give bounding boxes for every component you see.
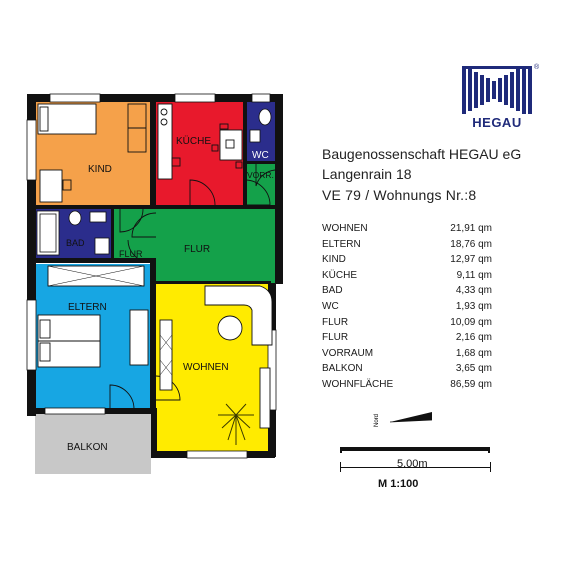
room-wohnen [156, 283, 275, 452]
area-value: 86,59 qm [450, 378, 492, 390]
label-kueche: KÜCHE [176, 135, 211, 147]
area-row: FLUR 10,09 qm [322, 315, 492, 331]
area-row: FLUR 2,16 qm [322, 330, 492, 346]
furniture-kueche [157, 103, 243, 180]
label-kind: KIND [88, 164, 112, 175]
label-bad: BAD [66, 238, 85, 248]
label-vorraum: VORR. [247, 170, 274, 180]
area-value: 1,68 qm [455, 347, 492, 359]
area-row: ELTERN 18,76 qm [322, 237, 492, 253]
area-value: 9,11 qm [456, 269, 492, 281]
label-wc: WC [252, 150, 269, 161]
label-flur-main: FLUR [184, 244, 210, 255]
address: Langenrain 18 [322, 166, 412, 182]
area-row: WOHNFLÄCHE 86,59 qm [322, 377, 492, 393]
furniture-wohnen [159, 285, 273, 429]
furniture-bad [36, 210, 110, 256]
hegau-logo: HEGAU ® [461, 64, 543, 130]
area-table: WOHNEN 21,91 qm ELTERN 18,76 qm KIND 12,97 qm… [322, 221, 492, 393]
area-value: 12,97 qm [450, 254, 492, 266]
scale-bar [340, 447, 491, 472]
area-value: 3,65 qm [455, 363, 492, 375]
area-name: FLUR [322, 332, 349, 344]
logo-text: HEGAU [472, 115, 522, 130]
area-value: 1,93 qm [455, 300, 492, 312]
furniture-wc [249, 108, 272, 143]
area-name: WC [322, 300, 339, 312]
area-value: 18,76 qm [450, 238, 492, 250]
room-flur-main [156, 208, 275, 283]
scale-distance: 5.00m [397, 458, 428, 470]
area-value: 2,16 qm [455, 332, 492, 344]
north-arrow-icon: Nord [374, 412, 433, 427]
area-value: 4,33 qm [455, 285, 492, 297]
plant-icon [218, 403, 254, 445]
area-name: FLUR [322, 316, 349, 328]
area-name: KIND [322, 254, 346, 266]
room-vorraum [244, 163, 275, 205]
area-name: WOHNFLÄCHE [322, 378, 394, 390]
room-balkon [35, 414, 151, 474]
room-flur-small [112, 208, 156, 262]
area-name: ELTERN [322, 238, 361, 250]
area-name: KÜCHE [322, 269, 358, 281]
area-row: WC 1,93 qm [322, 299, 492, 315]
area-row: WOHNEN 21,91 qm [322, 221, 492, 237]
scale-ratio: M 1:100 [378, 478, 419, 490]
doors [109, 164, 276, 410]
logo-bars-icon [462, 66, 532, 114]
area-value: 21,91 qm [450, 223, 492, 234]
windows [26, 93, 277, 459]
furniture-kind [37, 103, 147, 203]
area-row: KÜCHE 9,11 qm [322, 268, 492, 284]
area-name: BAD [322, 285, 343, 297]
area-name: VORRAUM [322, 347, 374, 359]
north-label: Nord [374, 414, 380, 427]
unit-number: VE 79 / Wohnungs Nr.:8 [322, 187, 477, 203]
area-name: WOHNEN [322, 223, 368, 234]
area-value: 10,09 qm [450, 316, 492, 328]
area-row: BALKON 3,65 qm [322, 361, 492, 377]
label-wohnen: WOHNEN [183, 362, 229, 373]
area-row: KIND 12,97 qm [322, 252, 492, 268]
area-row: VORRAUM 1,68 qm [322, 346, 492, 362]
label-balkon: BALKON [67, 442, 108, 453]
area-name: BALKON [322, 363, 363, 375]
logo-registered: ® [534, 64, 540, 71]
label-flur-small: FLUR [119, 249, 143, 259]
label-eltern: ELTERN [68, 302, 107, 313]
company-name: Baugenossenschaft HEGAU eG [322, 146, 522, 162]
furniture-eltern [37, 265, 149, 368]
area-row: BAD 4,33 qm [322, 283, 492, 299]
